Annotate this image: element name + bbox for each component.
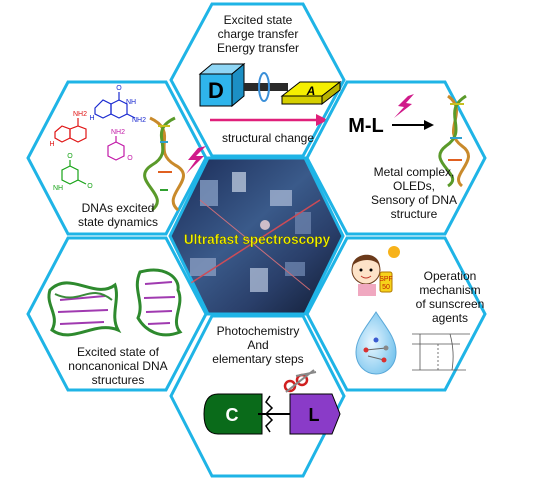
l-fragment-block: L (289, 393, 341, 435)
optics-table-image (179, 172, 321, 292)
acceptor-box: A (280, 80, 342, 106)
lightning-bolt-icon (186, 146, 206, 174)
upper-right-label-line-2: OLEDs, (393, 179, 435, 193)
l-fragment-label: L (309, 405, 320, 425)
chem-label: 50 (382, 284, 390, 291)
top-hexagon: Excited state charge transfer Energy tra… (169, 2, 346, 158)
lower-left-label-line-1: Excited state of (77, 345, 160, 359)
top-label-line-3: Energy transfer (217, 41, 299, 55)
metal-ligand-label: M-L (348, 115, 384, 137)
top-label-line-1: Excited state (224, 13, 293, 27)
lower-left-label-line-3: structures (92, 373, 145, 387)
chem-label: O (87, 183, 93, 190)
chem-label: O (127, 155, 133, 162)
sun-icon (388, 246, 400, 258)
chem-label: SPF (379, 276, 393, 283)
chem-label: O (116, 85, 122, 92)
top-label-line-2: charge transfer (218, 27, 299, 41)
adenine-structure-icon: NH2 H (49, 111, 87, 148)
upper-right-label-line-3: Sensory of DNA (371, 193, 457, 207)
girl-with-sunscreen-icon: SPF 50 (351, 254, 393, 296)
c-fragment-label: C (226, 405, 239, 425)
g-quadruplex-structure-icon (47, 281, 122, 337)
guanine-structure-icon: O NH2 NH H (89, 85, 146, 124)
bottom-label-line-2: And (247, 338, 268, 352)
upper-right-label-line-1: Metal complex, (374, 165, 455, 179)
dna-helix-icon (143, 116, 185, 212)
bottom-label-line-1: Photochemistry (217, 324, 300, 338)
chem-label: O (67, 153, 73, 160)
energy-ring-icon (258, 72, 270, 102)
structural-change-label: structural change (222, 131, 314, 145)
sunscreen-droplet-icon (355, 311, 397, 375)
bottom-hexagon: Photochemistry And elementary steps C L (169, 314, 346, 478)
dna-helix-icon (438, 94, 470, 188)
bond-cleavage-icon (264, 395, 274, 433)
chem-label: H (49, 141, 54, 148)
lower-right-label-line-3: of sunscreen (416, 297, 485, 311)
i-motif-structure-icon (135, 268, 183, 337)
donor-box: D (198, 62, 246, 108)
chem-label: NH2 (132, 117, 146, 124)
lower-right-hexagon: SPF 50 Operation mechanism of sunscreen … (305, 236, 487, 392)
cytosine-structure-icon: NH2 O (107, 129, 133, 162)
chem-label: NH2 (111, 129, 125, 136)
lower-right-label-line-4: agents (432, 311, 468, 325)
chem-label: NH (53, 185, 63, 192)
bottom-label-line-3: elementary steps (212, 352, 303, 366)
lower-right-label-line-1: Operation (424, 269, 477, 283)
upper-right-hexagon: M-L Metal complex, OLEDs, Sensory of DNA… (305, 80, 487, 236)
c-fragment-block: C (203, 393, 263, 435)
center-title: Ultrafast spectroscopy (184, 232, 331, 247)
upper-left-label-line-1: DNAs excited (82, 201, 155, 215)
lightning-bolt-icon (394, 94, 414, 118)
donor-acceptor-bridge (244, 83, 288, 91)
center-hexagon: Ultrafast spectroscopy (168, 156, 345, 316)
upper-left-hexagon: O NH2 NH H NH2 H NH2 O O O NH (26, 80, 208, 236)
upper-left-label-line-2: state dynamics (78, 215, 158, 229)
upper-right-label-line-4: structure (391, 207, 438, 221)
lower-left-label-line-2: noncanonical DNA (68, 359, 167, 373)
lower-left-hexagon: Excited state of noncanonical DNA struct… (26, 236, 208, 392)
lower-right-label-line-2: mechanism (419, 283, 480, 297)
acceptor-label: A (306, 84, 316, 98)
chem-label: NH2 (73, 111, 87, 118)
energy-level-diagram-icon (412, 333, 470, 371)
chem-label: H (89, 115, 94, 122)
thymine-structure-icon: O O NH (53, 153, 93, 192)
donor-label: D (208, 78, 224, 103)
chem-label: NH (126, 99, 136, 106)
scissors-icon (283, 369, 317, 393)
